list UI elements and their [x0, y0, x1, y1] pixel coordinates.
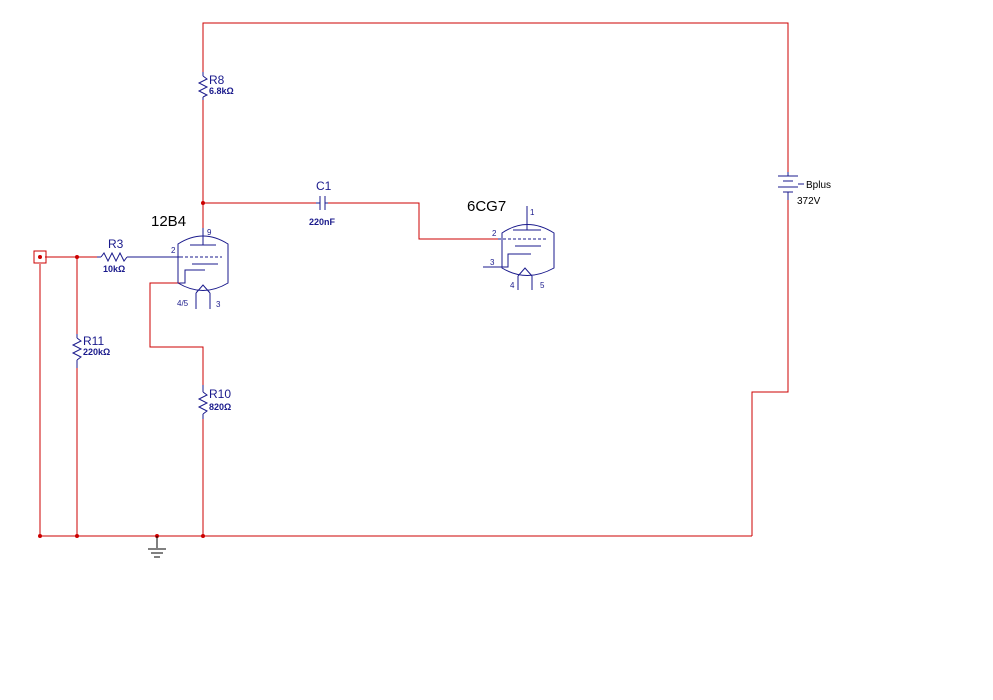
ground-symbol	[148, 536, 166, 558]
tube-6cg7-pin-grid: 2	[492, 229, 497, 238]
r11-ref: R11	[83, 334, 104, 348]
c1-value: 220nF	[309, 217, 336, 227]
tube-6cg7[interactable]: 6CG7 1 2 3 4 5	[467, 198, 555, 290]
wire-cathode-to-r10	[149, 282, 204, 385]
resistor-r10[interactable]: R10 820Ω	[197, 385, 231, 419]
junction-plate	[201, 201, 205, 205]
tube-6cg7-pin-heater-a: 4	[510, 281, 515, 290]
junction-ground-left	[38, 534, 42, 538]
r11-value: 220kΩ	[83, 347, 110, 357]
r10-ref: R10	[209, 387, 231, 401]
wires	[39, 22, 789, 537]
wire-top-rail	[202, 22, 789, 172]
junction-ground-r10	[201, 534, 205, 538]
wire-battery-return	[751, 200, 789, 536]
battery-ref: Bplus	[806, 180, 831, 191]
tube-12b4[interactable]: 12B4 9 2 4/5 3	[151, 213, 229, 309]
r10-value: 820Ω	[209, 402, 231, 412]
tube-12b4-pin-plate: 9	[207, 228, 212, 237]
c1-ref: C1	[316, 179, 332, 193]
r8-value: 6.8kΩ	[209, 86, 234, 96]
tube-6cg7-pin-heater-b: 5	[540, 281, 545, 290]
input-connector[interactable]	[33, 250, 47, 264]
r3-value: 10kΩ	[103, 264, 125, 274]
wire-c1-to-6cg7-grid	[328, 202, 498, 240]
junctions	[38, 201, 205, 538]
junction-ground-r11	[75, 534, 79, 538]
battery-value: 372V	[797, 196, 821, 207]
tube-12b4-pin-grid: 2	[171, 246, 176, 255]
tube-12b4-pin-heater: 4/5	[177, 299, 189, 308]
r8-ref: R8	[209, 73, 225, 87]
tube-12b4-pin-cathode: 3	[216, 300, 221, 309]
capacitor-c1[interactable]: C1 220nF	[309, 179, 336, 227]
resistor-r8[interactable]: R8 6.8kΩ	[197, 72, 234, 100]
tube-6cg7-pin-plate: 1	[530, 208, 535, 217]
tube-6cg7-pin-cathode: 3	[490, 258, 495, 267]
r3-ref: R3	[108, 237, 124, 251]
tube-12b4-name: 12B4	[151, 213, 186, 230]
battery-bplus[interactable]: Bplus 372V	[778, 172, 831, 207]
tube-6cg7-name: 6CG7	[467, 198, 506, 215]
junction-input	[75, 255, 79, 259]
resistor-r3[interactable]: R3 10kΩ	[97, 237, 180, 274]
resistor-r11[interactable]: R11 220kΩ	[71, 334, 110, 368]
